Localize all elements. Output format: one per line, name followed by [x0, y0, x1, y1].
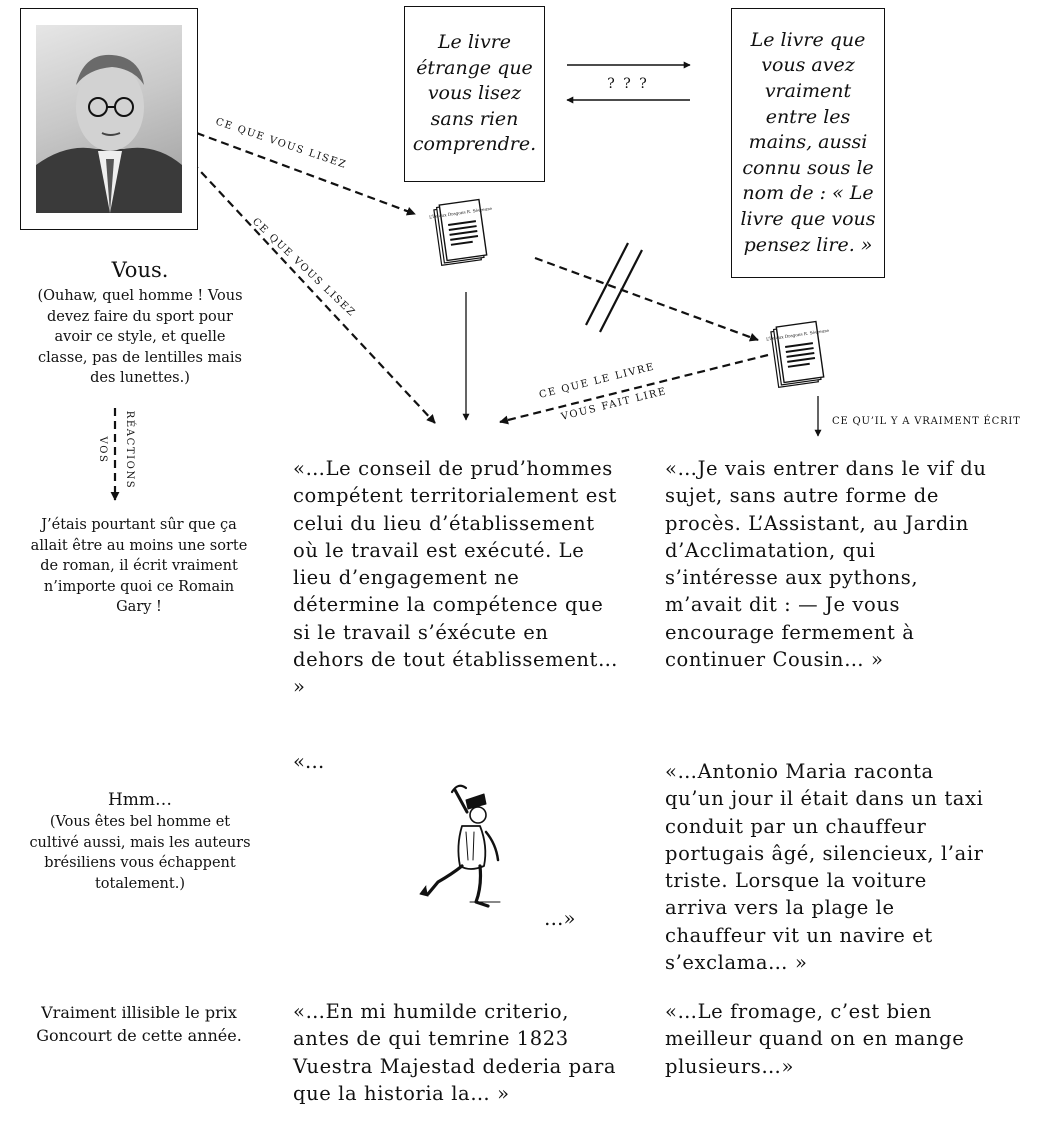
label-what-you-read-2: CE QUE VOUS LISEZ	[250, 216, 357, 319]
quote-written-row2: «…Antonio Maria raconta qu’un jour il ét…	[665, 760, 984, 975]
portrait-photo	[36, 25, 182, 213]
label-reactions-1: VOS	[97, 436, 108, 464]
quote-read-row1: «…Le conseil de prud’hommes compétent te…	[293, 457, 619, 699]
quote-read-row2-open: «…	[293, 750, 325, 773]
reaction-row2: (Vous êtes bel homme et cultivé aussi, m…	[29, 814, 251, 892]
reaction-row3: Vraiment illisible le prix Goncourt de c…	[36, 1003, 242, 1045]
reaction-row2-title: Hmm…	[107, 790, 173, 810]
box-strange-book-text: Le livre étrange que vous lisez sans rie…	[412, 30, 537, 156]
reaction-row1: J’étais pourtant sûr que ça allait être …	[30, 517, 248, 616]
portrait-frame	[20, 8, 198, 230]
label-what-you-read-1: CE QUE VOUS LISEZ	[214, 116, 348, 171]
you-description: (Ouhaw, quel homme ! Vous devez faire du…	[37, 288, 243, 387]
quote-read-row3: «…En mi humilde criterio, antes de qui t…	[293, 1000, 617, 1105]
quote-written-row1: «…Je vais entrer dans le vif du sujet, s…	[665, 457, 987, 672]
arrow-eye-to-book1	[147, 113, 416, 216]
box-strange-book: Le livre étrange que vous lisez sans rie…	[404, 6, 545, 182]
dancing-figure-illustration	[419, 784, 501, 908]
quote-written-row3: «…Le fromage, c’est bien meilleur quand …	[665, 1000, 965, 1078]
label-reactions-2: RÉACTIONS	[124, 411, 136, 490]
label-really-written: CE QU’IL Y A VRAIMENT ÉCRIT	[832, 416, 1021, 427]
box-real-book-text: Le livre que vous avez vraiment entre le…	[740, 28, 876, 256]
label-question-marks: ? ? ?	[607, 76, 648, 92]
not-equal-stroke	[585, 242, 629, 326]
box-real-book: Le livre que vous avez vraiment entre le…	[731, 8, 885, 278]
book-icon: L’Île aux Dragons R. Sèvreuse	[766, 320, 830, 388]
arrow-book2-to-quote	[499, 353, 769, 425]
book-icon: L’Île aux Dragons R. Sèvreuse	[429, 198, 493, 266]
not-equal-stroke	[599, 249, 643, 333]
arrow-book1-to-book2	[534, 256, 759, 342]
you-caption: Vous.	[111, 258, 169, 282]
quote-read-row2-close: …»	[544, 907, 576, 930]
